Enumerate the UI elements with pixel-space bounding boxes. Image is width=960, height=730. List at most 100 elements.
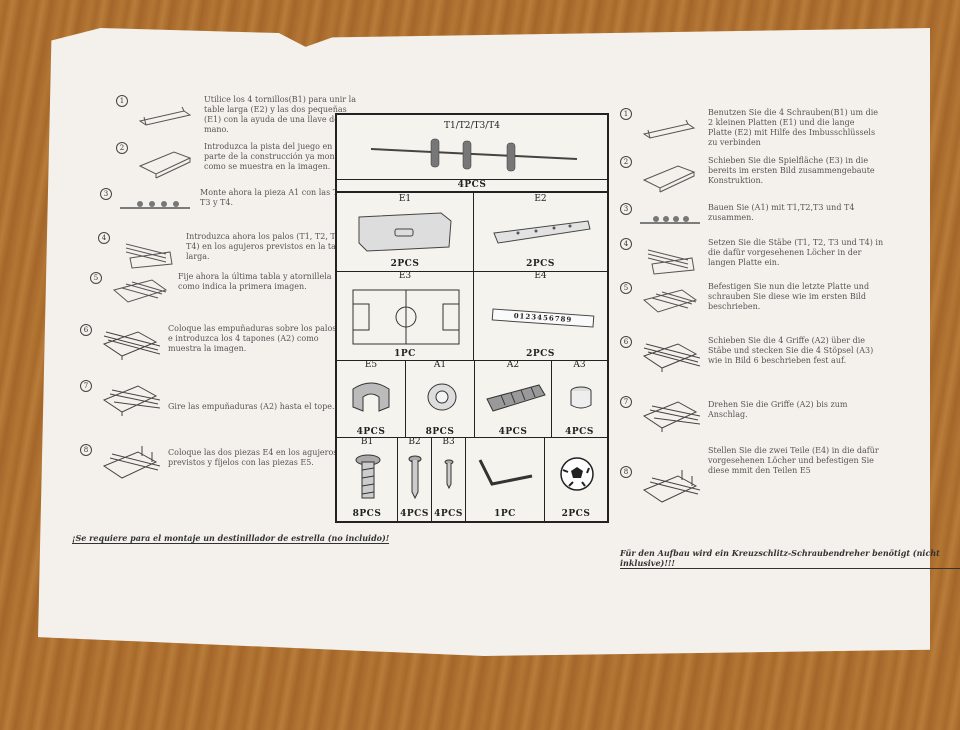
spanish-step-8: 8 Coloque las dos piezas E4 en los aguje… [80, 444, 340, 482]
assembly-illustration [647, 249, 695, 275]
step-text: Schieben Sie die 4 Griffe (A2) über die … [708, 336, 874, 365]
part-label: E1 [398, 194, 412, 204]
step-number: 7 [80, 380, 92, 392]
part-a1: A1 8PCS [405, 360, 475, 438]
step-number: 6 [620, 336, 632, 348]
parts-list: T1/T2/T3/T4 4PCS E1 2PCS E2 2PCS E3 1PC [335, 113, 609, 523]
part-qty: 2PCS [526, 259, 555, 269]
german-step-7: 7 Drehen Sie die Griffe (A2) bis zum Ans… [620, 396, 888, 434]
assembly-illustration [102, 331, 160, 360]
part-b2: B2 4PCS [397, 437, 432, 522]
assembly-illustration [120, 201, 190, 209]
spanish-step-7: 7 Gire las empuñaduras (A2) hasta el top… [80, 380, 340, 418]
assembly-illustration [642, 119, 696, 139]
step-number: 8 [620, 466, 632, 478]
step-text: Coloque las empuñaduras sobre los palos … [168, 324, 337, 353]
assembly-illustration [642, 289, 698, 313]
part-label: A3 [573, 360, 586, 370]
step-number: 3 [100, 188, 112, 200]
part-qty: 8PCS [425, 427, 455, 437]
part-e5: E5 4PCS [336, 360, 406, 438]
part-e3: E3 1PC [336, 271, 474, 361]
step-number: 6 [80, 324, 92, 336]
assembly-illustration [102, 385, 160, 416]
bolt-drawing [355, 454, 381, 499]
assembly-illustration [112, 279, 168, 303]
spanish-step-1: 1 Utilice los 4 tornillos(B1) para unir … [116, 95, 364, 135]
side-panel-drawing [493, 220, 591, 244]
step-text: Coloque las dos piezas E4 en los agujero… [168, 448, 338, 467]
step-text: Fije ahora la última tabla y atornillela… [178, 272, 332, 291]
end-panel-drawing [358, 212, 452, 252]
ball-icon [560, 457, 594, 491]
spanish-tool-note: ¡Se requiere para el montaje un destinil… [72, 533, 390, 544]
handle-grip-drawing [486, 384, 546, 412]
part-label: E4 [534, 271, 547, 281]
german-step-8: 8 Stellen Sie die zwei Teile (E4) in die… [620, 446, 884, 506]
part-qty: 4PCS [565, 427, 594, 437]
spanish-step-2: 2 Introduzca la pista del juego en la pa… [116, 142, 364, 180]
step-number: 5 [620, 282, 632, 294]
hex-key-drawing [478, 459, 533, 486]
assembly-illustration [125, 243, 173, 269]
spanish-step-3: 3 Monte ahora la pieza A1 con las T1, T2… [100, 188, 370, 226]
step-text: Setzen Sie die Stäbe (T1, T2, T3 und T4)… [708, 238, 884, 267]
part-qty: 8PCS [352, 509, 382, 519]
part-label: A1 [433, 360, 447, 370]
step-text: Bauen Sie (A1) mit T1,T2,T3 und T4 zusam… [708, 203, 855, 222]
step-text: Gire las empuñaduras (A2) hasta el tope. [168, 402, 335, 411]
spanish-step-4: 4 Introduzca ahora los palos (T1, T2, T3… [98, 232, 356, 270]
german-step-2: 2 Schieben Sie die Spielfläche (E3) in d… [620, 156, 888, 194]
assembly-illustration [138, 151, 192, 179]
part-t: T1/T2/T3/T4 [336, 114, 608, 180]
german-step-6: 6 Schieben Sie die 4 Griffe (A2) über di… [620, 336, 888, 374]
step-text: Introduzca la pista del juego en la part… [204, 142, 353, 171]
part-label: B1 [360, 437, 374, 447]
part-qty: 4PCS [457, 180, 487, 190]
score-counter-drawing: 0123456789 [491, 308, 595, 328]
step-number: 4 [620, 238, 632, 250]
german-step-3: 3 Bauen Sie (A1) mit T1,T2,T3 und T4 zus… [620, 203, 888, 241]
step-text: Utilice los 4 tornillos(B1) para unir la… [204, 95, 356, 134]
part-b3: B3 4PCS [431, 437, 466, 522]
part-e2: E2 2PCS [473, 192, 608, 272]
assembly-illustration [642, 401, 700, 432]
part-qty: 4PCS [434, 509, 463, 519]
part-label: A2 [506, 360, 520, 370]
german-step-5: 5 Befestigen Sie nun die letzte Platte u… [620, 282, 884, 320]
playfield-drawing [352, 289, 460, 345]
part-qty: 1PC [494, 509, 516, 519]
step-text: Schieben Sie die Spielfläche (E3) in die… [708, 156, 875, 185]
step-text: Benutzen Sie die 4 Schrauben(B1) um die … [708, 108, 878, 147]
step-text: Befestigen Sie nun die letzte Platte und… [708, 282, 870, 311]
part-qty: 2PCS [561, 509, 591, 519]
step-number: 8 [80, 444, 92, 456]
step-number: 7 [620, 396, 632, 408]
part-t-qty-row: 4PCS [336, 180, 608, 192]
spanish-step-6: 6 Coloque las empuñaduras sobre los palo… [80, 324, 340, 362]
assembly-illustration [642, 343, 700, 372]
part-ball: 2PCS [544, 437, 608, 522]
assembly-illustration [138, 106, 192, 126]
step-number: 2 [620, 156, 632, 168]
end-cap-drawing [570, 386, 592, 409]
part-hex-key: 1PC [465, 437, 545, 522]
assembly-illustration [642, 470, 700, 503]
assembly-illustration [642, 165, 696, 193]
assembly-illustration [640, 216, 700, 224]
part-qty: 2PCS [526, 349, 555, 359]
small-screw-drawing [444, 459, 454, 490]
step-number: 2 [116, 142, 128, 154]
part-qty: 2PCS [390, 259, 420, 269]
screw-drawing [408, 455, 422, 500]
part-qty: 4PCS [356, 427, 386, 437]
step-text: Drehen Sie die Griffe (A2) bis zum Ansch… [708, 400, 848, 419]
part-a3: A3 4PCS [551, 360, 608, 438]
german-tool-note: Für den Aufbau wird ein Kreuzschlitz-Sch… [620, 548, 960, 569]
part-b1: B1 8PCS [336, 437, 398, 522]
step-text: Stellen Sie die zwei Teile (E4) in die d… [708, 446, 879, 475]
part-label: E5 [364, 360, 378, 370]
step-number: 3 [620, 203, 632, 215]
part-e4: E4 0123456789 2PCS [473, 271, 608, 361]
rod-with-players-drawing [370, 138, 578, 172]
